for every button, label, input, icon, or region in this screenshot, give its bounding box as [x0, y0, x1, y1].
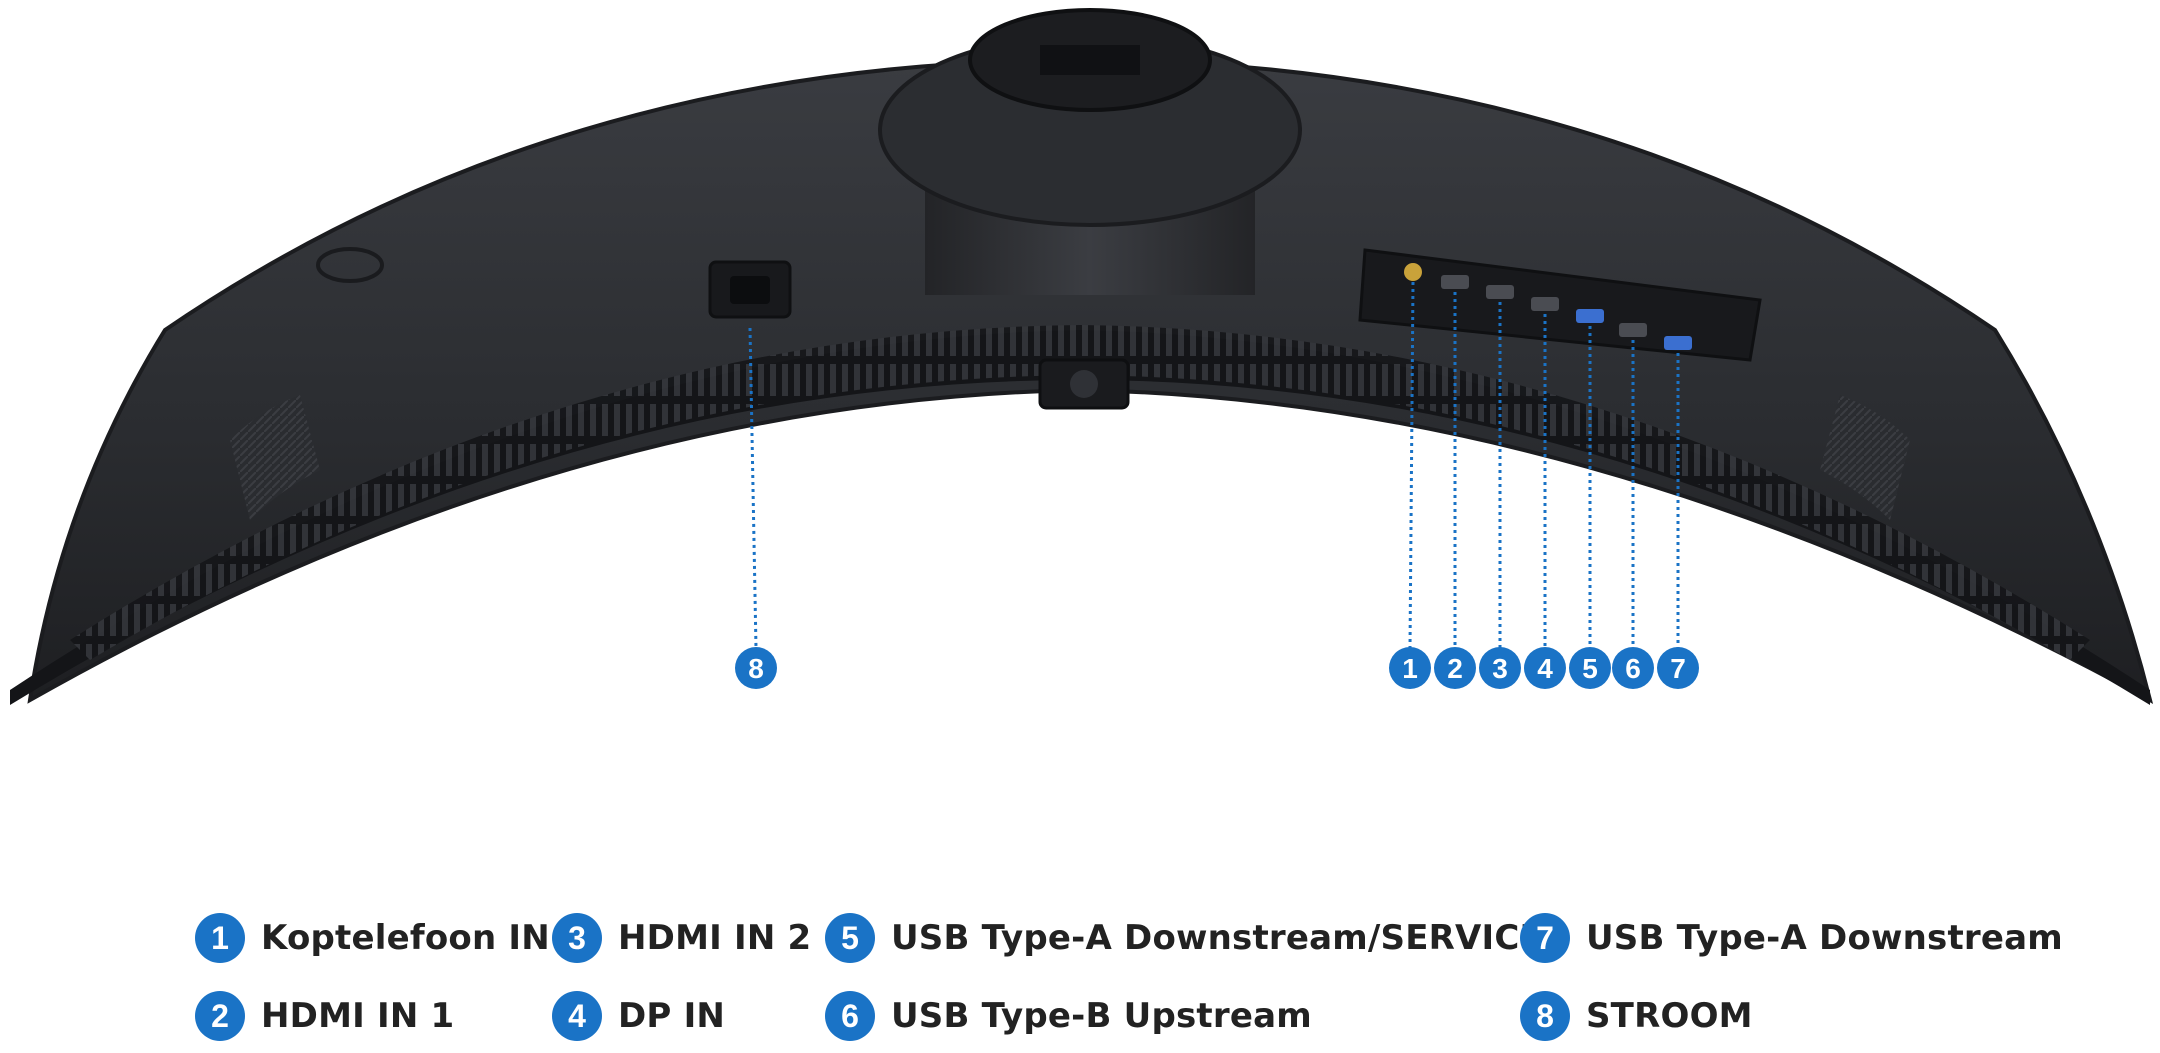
callout-number-7: 7	[1670, 653, 1686, 684]
port-hdmi-1	[1441, 275, 1469, 289]
callout-badge-6	[1612, 647, 1654, 689]
port-usb-a	[1664, 336, 1692, 350]
callout-badge-1	[1389, 647, 1431, 689]
leader-line-1	[1408, 281, 1415, 649]
callout-number-4: 4	[1537, 653, 1553, 684]
callout-number-3: 3	[1492, 653, 1508, 684]
callout-badge-2	[1434, 647, 1476, 689]
port-displayport	[1531, 297, 1559, 311]
callout-badge-7	[1657, 647, 1699, 689]
leader-line-8	[748, 327, 758, 649]
joystick-button	[1070, 370, 1098, 398]
callout-badge-4	[1524, 647, 1566, 689]
port-hdmi-2	[1486, 285, 1514, 299]
left-speaker-grille	[230, 395, 320, 520]
callout-number-2: 2	[1447, 653, 1463, 684]
vent-band	[70, 325, 2090, 660]
right-speaker-grille	[1820, 395, 1910, 520]
power-socket	[730, 276, 770, 304]
stand-slot	[1040, 45, 1140, 75]
callout-badge-3	[1479, 647, 1521, 689]
port-headphone-jack	[1404, 263, 1422, 281]
port-usb-b	[1619, 323, 1647, 337]
callout-badge-5	[1569, 647, 1611, 689]
port-usb-a-service	[1576, 309, 1604, 323]
callout-number-6: 6	[1625, 653, 1641, 684]
callout-number-8: 8	[748, 653, 764, 684]
callout-number-1: 1	[1402, 653, 1418, 684]
left-oval-detail	[316, 247, 384, 283]
callout-badge-8	[735, 647, 777, 689]
callout-number-5: 5	[1582, 653, 1598, 684]
